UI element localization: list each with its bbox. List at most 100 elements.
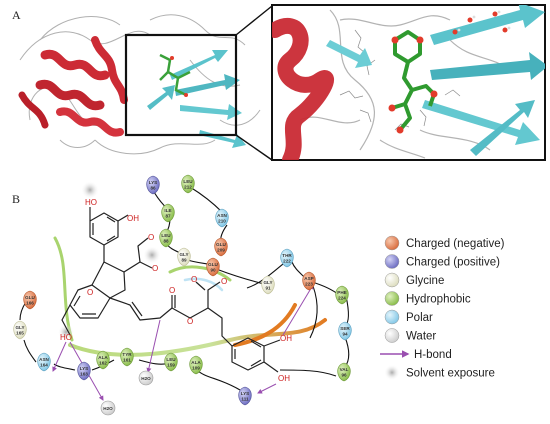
residue-name: ILE [164, 208, 171, 213]
residue-disc [120, 347, 134, 367]
residue-number: 161 [123, 358, 131, 363]
legend-label: Solvent exposure [406, 368, 495, 380]
bond-oh-right1 [263, 339, 281, 347]
zoom-sheet-5 [470, 100, 535, 156]
residue-name: LYS [149, 180, 158, 185]
residue-disc [238, 386, 252, 406]
zoom-sidechains [339, 29, 461, 131]
residue-name: SER [340, 326, 350, 331]
legend-label: Water [406, 331, 436, 343]
zoom-sheet-4 [326, 40, 372, 68]
legend-swatch [384, 309, 400, 325]
residue-disc [215, 208, 229, 228]
residue-name: GLU [216, 242, 226, 247]
pocket-line-polar [183, 277, 224, 292]
residue-disc [146, 175, 160, 195]
legend-item: H-bond [380, 349, 452, 361]
panel-b-letter: B [12, 192, 20, 206]
residue-name: ASP [304, 276, 313, 281]
legend-swatch [384, 272, 400, 288]
sheet-arrow-5 [147, 85, 175, 110]
sheet-arrow-4 [199, 130, 246, 148]
bond-carboxylate [207, 281, 221, 308]
zoom-loops [299, 9, 511, 159]
residue-disc [77, 361, 91, 381]
legend-swatch [384, 254, 400, 269]
bond-ester-chain [123, 261, 153, 273]
sheet-arrow-2 [175, 74, 240, 96]
residue-number: 166 [26, 301, 34, 306]
residue-disc [13, 320, 27, 340]
residue-name: GLU [208, 262, 218, 267]
ligand-oxygen [416, 36, 424, 44]
ligand-oxygen [170, 56, 174, 60]
zoom-waters [452, 10, 511, 35]
zoom-box [124, 33, 238, 137]
zoom-helix [272, 18, 334, 160]
atom-oh-right2: OH [278, 374, 290, 383]
residue-disc [164, 352, 178, 372]
ligand-oxygen [396, 126, 404, 134]
residue-number: 90 [210, 268, 216, 273]
residue-number: 87 [165, 214, 171, 219]
residue-number: 164 [40, 363, 48, 368]
zoom-ligand-oxygens [388, 36, 438, 134]
bond-propenoate [109, 297, 191, 321]
helix-4 [91, 36, 128, 104]
hbond-arrow [52, 341, 67, 372]
legend-label: Hydrophobic [406, 294, 471, 306]
helix-1 [40, 49, 110, 81]
residue-number: 209 [217, 248, 225, 253]
residue-number: 86 [150, 186, 156, 191]
legend-item: Charged (positive) [384, 254, 500, 269]
bond-methoxy [137, 237, 149, 263]
ligand-oxygen [184, 93, 188, 97]
legend-label: Polar [406, 312, 433, 324]
residue-name: LEU [183, 179, 193, 184]
legend-item: Solvent exposure [384, 364, 495, 381]
residue-number: 223 [305, 282, 313, 287]
residue-number: 88 [163, 239, 169, 244]
zoom-connector-top [235, 5, 273, 36]
bond-double-alkene [131, 301, 143, 317]
bond-oh-right2 [263, 361, 279, 373]
helix-group [18, 36, 128, 137]
residue-number: 159 [167, 363, 175, 368]
residue-name: TYR [122, 352, 132, 357]
bond-ho-left [61, 304, 71, 336]
residue-number: 111 [241, 397, 249, 402]
residue-name: PHE [337, 290, 346, 295]
legend-label: Charged (negative) [406, 238, 505, 250]
residue-number: 94 [342, 332, 348, 337]
residue-name: GLU [25, 295, 35, 300]
residue-number: 162 [99, 361, 107, 366]
residue-disc [302, 271, 316, 291]
residue-number: 222 [283, 259, 291, 264]
pocket-line-bottom [68, 318, 327, 357]
residue-disc [261, 275, 275, 295]
residue-number: 163 [80, 372, 88, 377]
sheet-arrow-3 [180, 104, 242, 120]
residue-disc [338, 321, 352, 341]
atom-ho-left: HO [60, 333, 72, 342]
residue-number: 165 [16, 331, 24, 336]
panel-a-letter: A [12, 8, 21, 22]
zoom-sheet-1 [430, 5, 545, 45]
residue-number: 89 [181, 258, 187, 263]
atom-o-ester-carbonyl: O [169, 286, 175, 295]
residue-number: 109 [192, 366, 200, 371]
